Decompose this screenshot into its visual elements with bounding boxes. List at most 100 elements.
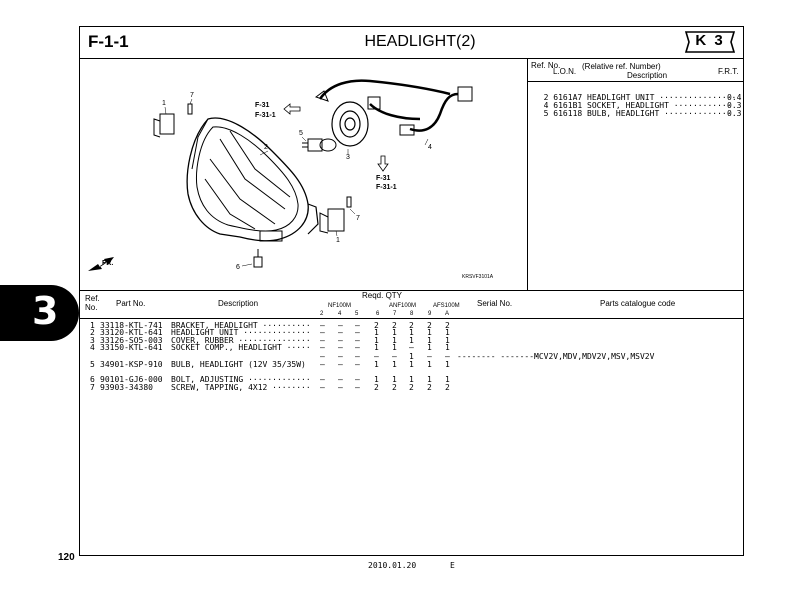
ref-header-line <box>527 81 744 82</box>
serial-no-header: Serial No. <box>477 299 513 308</box>
qty-cell: – <box>355 375 360 384</box>
qty-cell: 2 <box>374 321 379 330</box>
qty-cell: – <box>338 321 343 330</box>
qty-cell: – <box>445 352 450 361</box>
qty-cell: 1 <box>427 360 432 369</box>
part-number: 93903-34380 <box>100 383 153 392</box>
description-header: Description <box>627 71 668 80</box>
adjusting-bolt-shape <box>253 249 263 268</box>
qty-cell: 1 <box>374 375 379 384</box>
part-number: 90101-GJ6-000 <box>100 375 163 384</box>
qty-cell: – <box>355 343 360 352</box>
ref-f31-top[interactable]: F-31 <box>255 102 270 109</box>
ref-desc: HEADLIGHT UNIT ················ <box>587 93 737 102</box>
front-label: FR. <box>102 260 113 267</box>
frt-header: F.R.T. <box>718 67 739 76</box>
part-number: 33150-KTL-641 <box>100 343 163 352</box>
qty-cell: 1 <box>409 375 414 384</box>
qty-cell: 1 <box>445 328 450 337</box>
qty-cell: 2 <box>392 383 397 392</box>
footer-date: 2010.01.20 <box>368 561 417 570</box>
badge-frame-icon <box>684 31 736 53</box>
headlight-unit-shape <box>186 117 319 242</box>
qty-cell: 1 <box>427 343 432 352</box>
qty-col-8: 8 <box>410 311 414 317</box>
section-tab: 3 <box>0 285 79 341</box>
qty-cell: 1 <box>427 375 432 384</box>
page-title: HEADLIGHT(2) <box>364 33 476 50</box>
ref-f31-mid[interactable]: F-31 <box>376 175 391 182</box>
relative-header: (Relative ref. Number) <box>582 62 661 71</box>
qty-cell: – <box>355 360 360 369</box>
qty-col-9: 9 <box>428 311 432 317</box>
exploded-diagram: 1 7 2 5 3 4 7 1 6 F-31 F-31-1 F-31 F-31-… <box>80 59 526 289</box>
qty-cell: – <box>338 328 343 337</box>
lon: 6161B1 <box>553 101 583 110</box>
qty-cell: – <box>355 352 360 361</box>
lon: 6161A7 <box>553 93 583 102</box>
frt: 0.3 <box>727 109 742 118</box>
ref-row: 4 6161B1 SOCKET, HEADLIGHT ············0… <box>534 92 742 110</box>
qty-cell: 2 <box>374 383 379 392</box>
qty-cell: 1 <box>374 343 379 352</box>
callout-4: 4 <box>428 144 432 151</box>
part-description: BOLT, ADJUSTING ············· <box>171 375 311 384</box>
qty-cell: 2 <box>392 321 397 330</box>
frt: 0.3 <box>727 101 742 110</box>
part-description: SOCKET COMP., HEADLIGHT ····· <box>171 343 311 352</box>
part-ref-no: 5 <box>90 360 95 369</box>
qty-cell: 1 <box>409 352 414 361</box>
k-badge: K 3 <box>683 30 737 54</box>
group-nf100m: NF100M <box>328 303 352 309</box>
qty-cell: 2 <box>409 321 414 330</box>
qty-cell: – <box>338 375 343 384</box>
ref-desc: SOCKET, HEADLIGHT ············ <box>587 101 732 110</box>
ref-f31-1-top[interactable]: F-31-1 <box>255 112 276 119</box>
qty-cell: – <box>374 352 379 361</box>
page-frame <box>79 26 744 556</box>
figure-id: F-1-1 <box>88 32 129 51</box>
ref-no: 5 <box>543 109 549 118</box>
qty-col-6: 6 <box>376 311 380 317</box>
qty-col-a: A <box>445 311 450 317</box>
callout-7: 7 <box>190 92 194 99</box>
ref-desc: BULB, HEADLIGHT ·············· <box>587 109 732 118</box>
page-number: 120 <box>58 552 75 563</box>
part-ref-no: 2 <box>90 328 95 337</box>
qty-cell: – <box>355 321 360 330</box>
qty-cell: 2 <box>409 383 414 392</box>
rubber-cover-shape <box>331 101 369 147</box>
ref-row: 2 6161A7 HEADLIGHT UNIT ················… <box>534 84 742 102</box>
parts-ref-no-header: Ref. No. <box>85 294 100 312</box>
qty-cell: 1 <box>392 328 397 337</box>
bracket-right-shape <box>319 196 352 234</box>
badge-text: K 3 <box>695 32 725 49</box>
part-number: 34901-KSP-910 <box>100 360 163 369</box>
callout-1: 1 <box>162 100 166 107</box>
part-ref-no: 4 <box>90 343 95 352</box>
ref-row: 5 616118 BULB, HEADLIGHT ··············0… <box>534 100 742 118</box>
drawing-code: KRSVF3101A <box>462 274 494 280</box>
qty-cell: 2 <box>445 321 450 330</box>
leader-lines <box>164 98 429 267</box>
qty-cell: – <box>427 352 432 361</box>
lon-header: L.O.N. <box>553 67 577 76</box>
part-number: 33126-SO5-003 <box>100 336 163 345</box>
qty-cell: 2 <box>427 383 432 392</box>
group-afs100m: AFS100M <box>433 303 460 309</box>
qty-cell: – <box>320 352 325 361</box>
bulb-shape <box>302 138 337 152</box>
part-number: 33120-KTL-641 <box>100 328 163 337</box>
qty-cell: – <box>338 360 343 369</box>
qty-cell: – <box>320 336 325 345</box>
part-description: COVER, RUBBER ··············· <box>171 336 311 345</box>
qty-cell: 1 <box>374 360 379 369</box>
ref-no-header: Ref. No. <box>531 61 561 70</box>
bracket-left-shape <box>153 103 193 138</box>
ref-f31-1-mid[interactable]: F-31-1 <box>376 184 397 191</box>
qty-cell: 1 <box>374 336 379 345</box>
lon: 616118 <box>553 109 583 118</box>
ref-arrow-left-icon <box>283 103 301 115</box>
front-arrow-icon <box>88 257 114 271</box>
qty-cell: – <box>320 321 325 330</box>
